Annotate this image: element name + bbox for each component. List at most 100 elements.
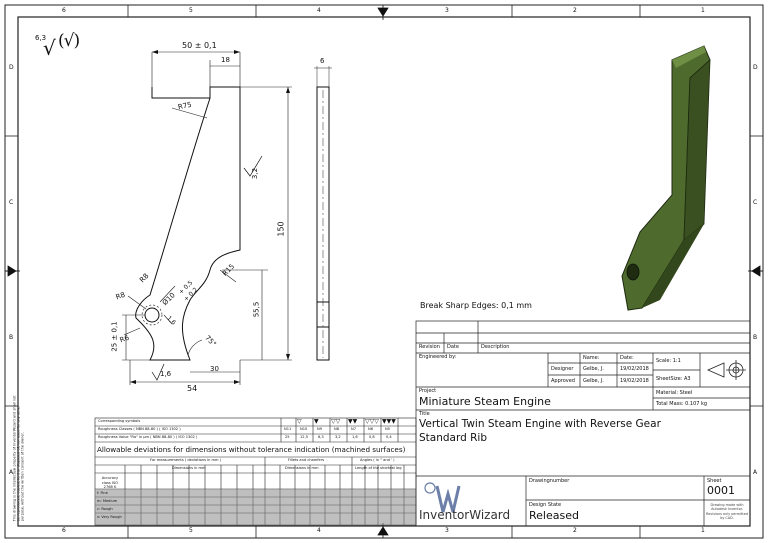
dim-top-small: 18 (221, 56, 230, 64)
dimension-lines (122, 51, 292, 385)
general-finish-symbol: (√) (58, 31, 80, 51)
roughness-class-4: N8 (334, 427, 339, 431)
title-block-grid (415, 320, 751, 527)
zone-col-1-top: 1 (701, 7, 705, 14)
dim-width-54: 54 (187, 384, 198, 393)
tol-accuracy-class-head: Accuracy class ISO 2768 K (101, 476, 119, 490)
tb-title-label: Title (419, 411, 430, 417)
roughness-symbol-2: ▼ (314, 418, 319, 425)
zone-col-2-top: 2 (573, 7, 577, 14)
tolerance-table-title: Allowable deviations for dimensions with… (97, 445, 406, 454)
zone-col-1-bottom: 1 (701, 527, 705, 534)
zone-row-b-right: B (753, 334, 758, 341)
dim-width-30: 30 (210, 365, 219, 373)
tb-title-line1: Vertical Twin Steam Engine with Reverse … (419, 418, 661, 430)
tb-material: Material: Steel (656, 390, 693, 396)
tb-approved-label: Approved (551, 378, 575, 384)
arrowheads (130, 50, 290, 384)
tol-row-classes-label: Roughness Classes ( NBN 88-80 ) ( ISO 13… (98, 427, 181, 431)
tb-date-label: Date (447, 344, 459, 350)
roughness-symbol-5: ▽▽▽ (365, 418, 379, 425)
roughness-value-5: 1,6 (352, 435, 358, 439)
tb-total-mass: Total Mass: 0.107 kg (656, 401, 708, 407)
zone-row-b-left: B (9, 334, 14, 341)
roughness-value-7: 0,4 (386, 435, 392, 439)
tb-designer-label: Designer (551, 366, 574, 372)
dim-height-55-5: 55,5 (252, 301, 261, 318)
dim-width-top: 50 ± 0,1 (182, 41, 217, 50)
surface-finish-value: 6,3 (35, 34, 47, 42)
zone-row-c-left: C (9, 199, 14, 206)
zone-row-d-right: D (753, 64, 758, 71)
tol-class-medium: m: Medium (97, 499, 118, 503)
tb-approved-name: Gelbe, J. (583, 378, 604, 384)
zone-col-3-top: 3 (445, 7, 449, 14)
roughness-class-6: N6 (368, 427, 373, 431)
tb-designer-name: Gelbe, J. (583, 366, 604, 372)
tb-scale: Scale: 1:1 (656, 358, 681, 364)
zone-col-6-bottom: 6 (62, 527, 66, 534)
tb-approved-date: 19/02/2018 (620, 378, 649, 384)
roughness-class-7: N5 (385, 427, 390, 431)
tol-subhead-measurements: For measurements ( deviations in mm ) (150, 458, 222, 462)
tb-disclaimer: Drawing made with Autodesk Inventor. Rev… (706, 503, 748, 521)
roughness-value-2: 12,5 (300, 435, 309, 439)
surface-symbol-3-2 (243, 155, 263, 177)
zone-row-d-left: D (9, 64, 14, 71)
tb-design-state: Released (529, 509, 579, 522)
dim-surface-3-2: 3,2 (251, 167, 260, 180)
dim-thickness-6: 6 (320, 57, 325, 65)
tol-subhead2-dims: Dimensions in mm (172, 466, 206, 470)
tol-class-fine: f: Fine (97, 491, 108, 495)
centering-marks (5, 5, 763, 538)
roughness-symbol-4: ▼▼ (348, 418, 358, 425)
tb-logo-text: InventorWizard (419, 508, 511, 522)
inner-border (17, 16, 751, 527)
tb-revision-label: Revision (419, 344, 440, 350)
zone-col-5-top: 5 (189, 7, 193, 14)
roughness-class-1: N11 (284, 427, 292, 431)
roughness-class-3: N9 (317, 427, 322, 431)
tb-drawing-number-label: Drawingnumber (529, 478, 570, 484)
roughness-value-1: 25 (285, 435, 290, 439)
dim-bottom-1-6: 1,6 (160, 370, 172, 378)
roughness-symbol-1: ▽ (297, 418, 302, 425)
zone-col-3-bottom: 3 (445, 527, 449, 534)
roughness-symbol-6: ▼▼▼ (382, 418, 396, 425)
tol-row-values-label: Roughness Value "Ra" in µm ( NBN 88-80 )… (98, 435, 198, 439)
tb-name-label: Name: (583, 355, 600, 361)
note-break-edges: Break Sharp Edges: 0,1 mm (420, 301, 532, 310)
tb-engineered-by: Engineered by: (419, 354, 457, 360)
zone-col-5-bottom: 5 (189, 527, 193, 534)
zone-col-2-bottom: 2 (573, 527, 577, 534)
tol-subhead2-fillets: Dimensions in mm (285, 466, 319, 470)
front-view (135, 86, 241, 361)
tol-subhead-angles: Angles ( in ° and ' ) (360, 458, 395, 462)
roughness-class-5: N7 (351, 427, 356, 431)
isometric-view (621, 45, 711, 311)
tb-sheet-number: 0001 (707, 484, 735, 497)
side-view-dims (314, 66, 332, 358)
outer-border (4, 4, 764, 539)
roughness-class-2: N10 (300, 427, 308, 431)
roughness-symbol-3: ▽▽ (331, 418, 341, 425)
roughness-value-3: 6,3 (318, 435, 324, 439)
tb-project-name: Miniature Steam Engine (419, 395, 551, 408)
tol-class-very-rough: v: Very Rough (97, 515, 122, 519)
tb-sheet-label: Sheet (707, 478, 722, 484)
surface-symbol-bottom (151, 363, 165, 381)
tol-row-symbols-label: Corresponding symbols (98, 419, 141, 423)
tb-date2-label: Date: (620, 355, 634, 361)
roughness-value-4: 3,2 (335, 435, 341, 439)
zone-row-a-left: A (9, 469, 14, 476)
zone-row-a-right: A (753, 469, 758, 476)
zone-col-6-top: 6 (62, 7, 66, 14)
tb-designer-date: 19/02/2018 (620, 366, 649, 372)
tol-subhead2-angles: Length of the shortest leg (355, 466, 402, 470)
tol-subhead-fillets: Fillets and chamfers (288, 458, 325, 462)
tb-design-state-label: Design State (529, 502, 562, 508)
zone-col-4-top: 4 (317, 7, 321, 14)
check-icon: √ (43, 36, 56, 60)
roughness-value-6: 0,8 (369, 435, 375, 439)
